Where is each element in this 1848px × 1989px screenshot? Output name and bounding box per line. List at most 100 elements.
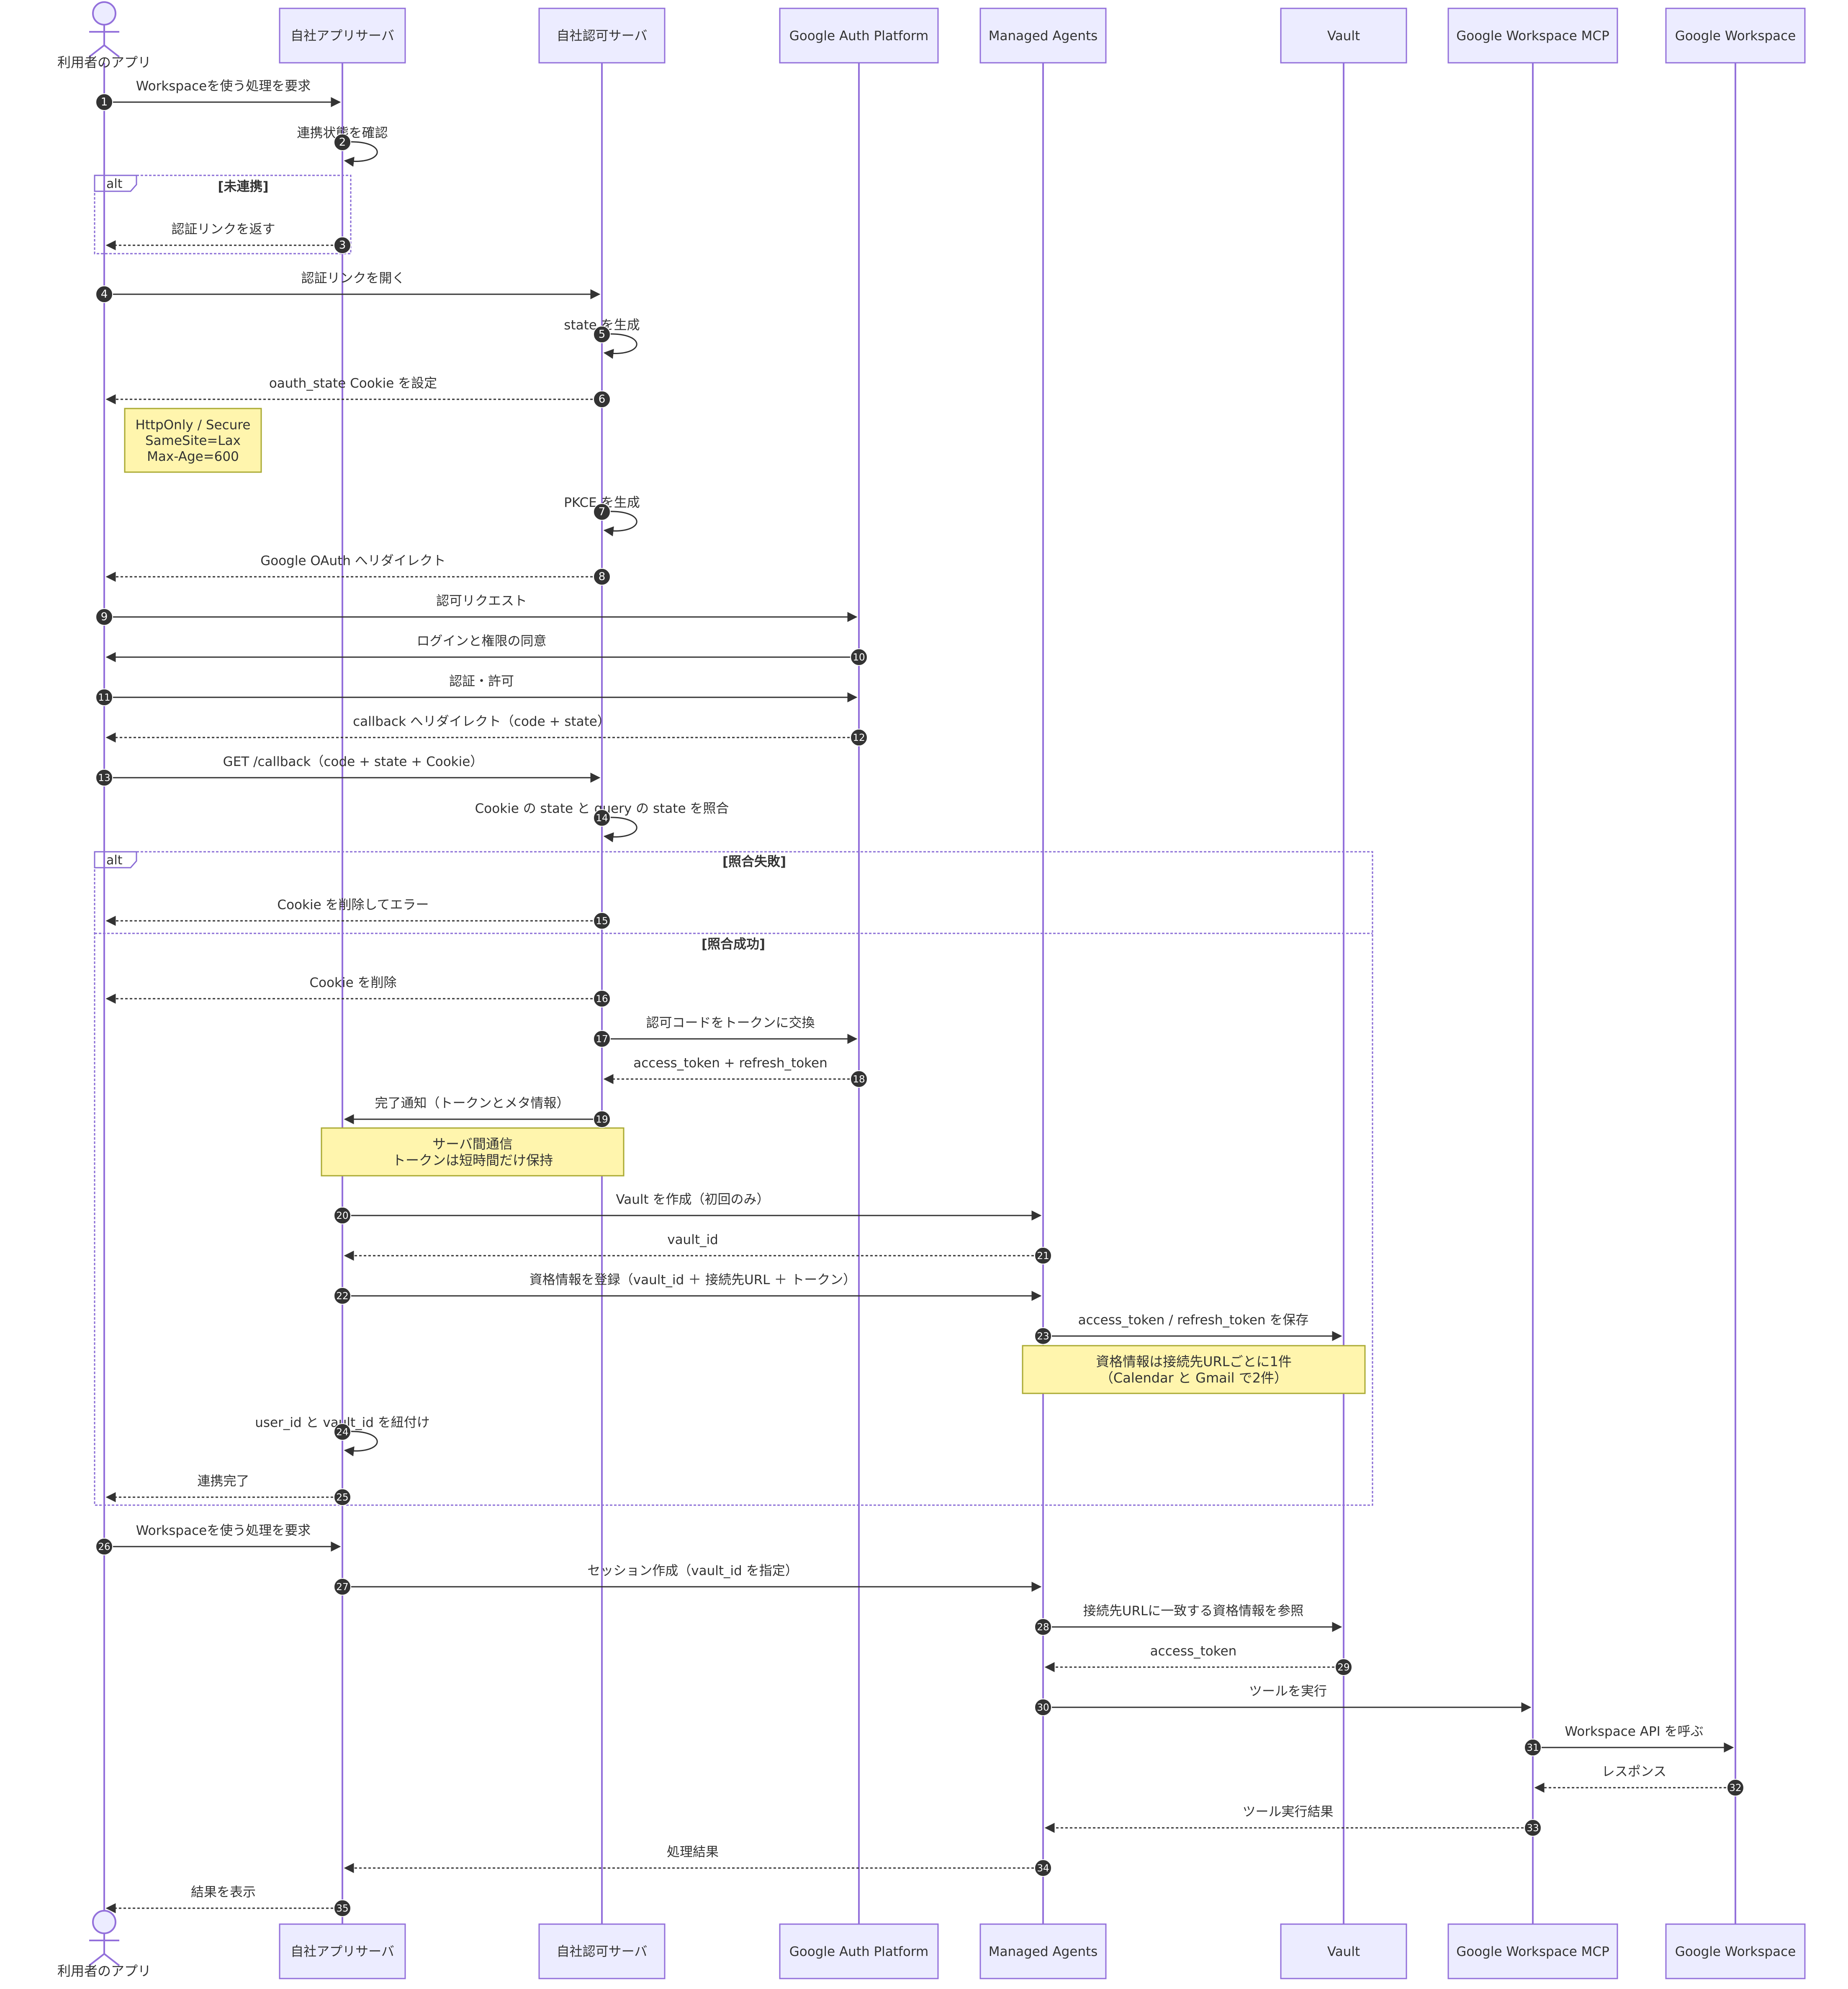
participant-top-mcp: Google Workspace MCP xyxy=(1447,8,1618,64)
sequence-number-badge: 3 xyxy=(334,236,351,254)
message-17: 認可コードをトークンに交換 xyxy=(602,1015,858,1044)
participant-label: Google Workspace MCP xyxy=(1456,28,1609,44)
sequence-number-badge: 2 xyxy=(334,134,351,151)
sequence-number-badge: 33 xyxy=(1524,1819,1542,1837)
message-3: 認証リンクを返す xyxy=(105,222,342,250)
sequence-number: 2 xyxy=(339,136,346,149)
message-34: 処理結果 xyxy=(344,1845,1043,1873)
message-15: Cookie を削除してエラー xyxy=(105,897,602,926)
message-label: 資格情報を登録（vault_id ＋ 接続先URL ＋ トークン） xyxy=(529,1272,856,1287)
sequence-number: 10 xyxy=(853,652,865,663)
message-13: GET /callback（code + state + Cookie） xyxy=(104,754,601,783)
message-26: Workspaceを使う処理を要求 xyxy=(104,1523,341,1552)
sequence-number-badge: 9 xyxy=(95,608,113,626)
participant-label: 利用者のアプリ xyxy=(57,54,151,70)
participant-label: 自社認可サーバ xyxy=(557,28,648,44)
fragment-condition: [照合成功] xyxy=(702,937,765,952)
sequence-number: 11 xyxy=(98,692,110,703)
sequence-number-badge: 16 xyxy=(593,990,611,1007)
message-label: callback へリダイレクト（code + state） xyxy=(353,714,610,729)
message-label: Cookie を削除 xyxy=(309,975,396,990)
sequence-number-badge: 14 xyxy=(593,809,611,827)
sequence-number: 16 xyxy=(596,994,608,1005)
sequence-number-badge: 1 xyxy=(95,93,113,111)
note-line: HttpOnly / Secure xyxy=(135,417,250,432)
fragment-keyword: alt xyxy=(106,853,123,868)
sequence-number: 13 xyxy=(98,773,110,784)
message-16: Cookie を削除 xyxy=(105,975,602,1004)
sequence-number: 25 xyxy=(336,1492,348,1503)
sequence-number-badge: 29 xyxy=(1335,1658,1352,1676)
message-label: access_token xyxy=(1150,1644,1237,1659)
participant-bottom-mcp: Google Workspace MCP xyxy=(1447,1923,1618,1979)
note: 資格情報は接続先URLごとに1件（Calendar と Gmail で2件） xyxy=(1022,1345,1366,1394)
participant-top-app: 自社アプリサーバ xyxy=(279,8,406,64)
message-label: 結果を表示 xyxy=(191,1885,256,1900)
sequence-number-badge: 17 xyxy=(593,1030,611,1048)
participant-label: Vault xyxy=(1327,1944,1360,1959)
message-35: 結果を表示 xyxy=(105,1885,342,1913)
message-10: ログインと権限の同意 xyxy=(105,634,859,662)
fragment-condition: [未連携] xyxy=(218,179,268,194)
message-label: 完了通知（トークンとメタ情報） xyxy=(375,1096,570,1111)
sequence-number-badge: 21 xyxy=(1034,1247,1052,1264)
participant-label: 利用者のアプリ xyxy=(57,1963,151,1979)
sequence-number-badge: 18 xyxy=(850,1070,868,1088)
sequence-number-badge: 6 xyxy=(593,391,611,408)
sequence-number: 15 xyxy=(596,916,608,927)
sequence-number: 14 xyxy=(596,813,608,824)
message-label: Google OAuth へリダイレクト xyxy=(260,553,446,568)
sequence-number-badge: 27 xyxy=(334,1578,351,1596)
note-line: （Calendar と Gmail で2件） xyxy=(1100,1370,1288,1386)
fragment-condition: [照合失敗] xyxy=(722,854,786,869)
note-line: トークンは短時間だけ保持 xyxy=(392,1152,553,1168)
message-18: access_token + refresh_token xyxy=(603,1056,859,1084)
sequence-number-badge: 25 xyxy=(334,1488,351,1506)
participant-top-auth: 自社認可サーバ xyxy=(538,8,666,64)
sequence-number: 21 xyxy=(1037,1251,1049,1262)
participant-label: Google Workspace xyxy=(1675,28,1796,44)
message-4: 認証リンクを開く xyxy=(104,271,601,299)
message-label: レスポンス xyxy=(1602,1764,1666,1779)
participant-bottom-gap: Google Auth Platform xyxy=(779,1923,939,1979)
message-label: Cookie を削除してエラー xyxy=(277,897,429,912)
sequence-number-badge: 23 xyxy=(1034,1327,1052,1345)
message-11: 認証・許可 xyxy=(104,674,858,702)
sequence-number-badge: 11 xyxy=(95,689,113,706)
sequence-number: 29 xyxy=(1337,1662,1349,1673)
message-19: 完了通知（トークンとメタ情報） xyxy=(344,1096,602,1124)
message-label: vault_id xyxy=(667,1232,718,1247)
participant-label: Managed Agents xyxy=(989,28,1098,44)
participant-bottom-auth: 自社認可サーバ xyxy=(538,1923,666,1979)
message-32: レスポンス xyxy=(1534,1764,1735,1793)
message-6: oauth_state Cookie を設定 xyxy=(105,376,602,404)
sequence-number: 8 xyxy=(599,570,606,583)
message-33: ツール実行結果 xyxy=(1044,1804,1533,1833)
sequence-number: 4 xyxy=(101,288,108,301)
message-label: Workspaceを使う処理を要求 xyxy=(136,79,311,94)
sequence-number: 22 xyxy=(336,1291,348,1302)
message-label: Workspaceを使う処理を要求 xyxy=(136,1523,311,1538)
message-layer: Workspaceを使う処理を要求1連携状態を確認2認証リンクを返す3認証リンク… xyxy=(95,79,1744,1917)
sequence-number-badge: 7 xyxy=(593,503,611,521)
sequence-number-badge: 19 xyxy=(593,1110,611,1128)
message-label: 処理結果 xyxy=(667,1845,719,1860)
message-label: セッション作成（vault_id を指定） xyxy=(587,1563,798,1578)
message-label: GET /callback（code + state + Cookie） xyxy=(223,754,483,769)
message-label: 認可リクエスト xyxy=(436,594,527,609)
note-line: サーバ間通信 xyxy=(432,1136,513,1152)
message-8: Google OAuth へリダイレクト xyxy=(105,553,602,582)
sequence-number-badge: 28 xyxy=(1034,1618,1052,1636)
sequence-number-badge: 31 xyxy=(1524,1739,1542,1756)
sequence-number: 26 xyxy=(98,1542,110,1552)
note-line: SameSite=Lax xyxy=(145,433,241,448)
sequence-number: 17 xyxy=(596,1034,608,1045)
message-label: access_token + refresh_token xyxy=(633,1056,828,1071)
sequence-number: 33 xyxy=(1527,1823,1539,1834)
sequence-number: 23 xyxy=(1037,1331,1049,1342)
sequence-number-badge: 32 xyxy=(1727,1779,1744,1796)
message-label: ツール実行結果 xyxy=(1243,1804,1334,1819)
sequence-number-badge: 13 xyxy=(95,769,113,786)
note-line: 資格情報は接続先URLごとに1件 xyxy=(1096,1354,1292,1370)
participant-label: 自社アプリサーバ xyxy=(290,28,394,44)
